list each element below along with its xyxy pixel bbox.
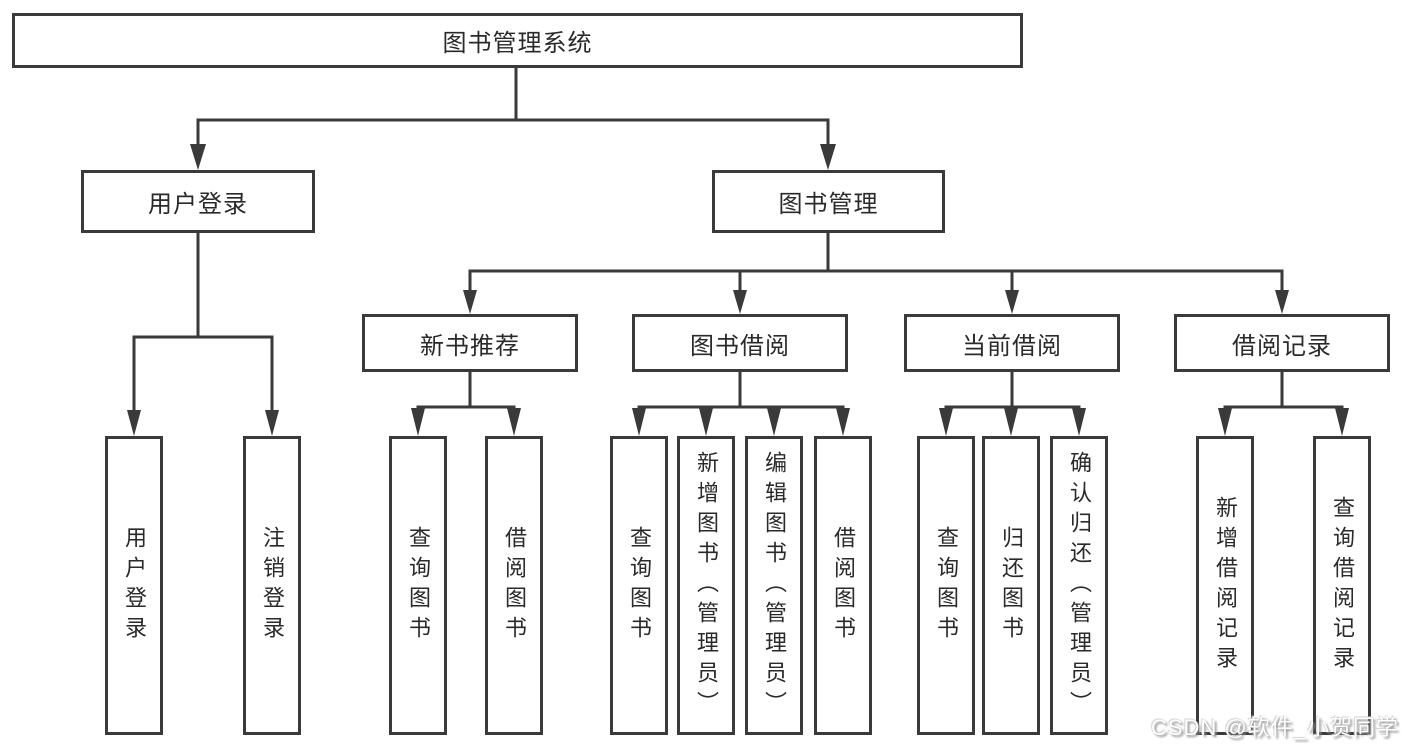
connector-strokes: [132, 68, 1344, 414]
node-leaf-user-login-label: 用户登录: [122, 525, 147, 646]
node-leaf-query-books-current: 查询图书: [917, 436, 975, 735]
node-leaf-add-books-admin: 新增图书（管理员）: [677, 436, 735, 735]
node-book-management-label: 图书管理: [778, 191, 879, 218]
node-leaf-add-borrow-record-label: 新增借阅记录: [1213, 495, 1238, 676]
node-leaf-borrow-books-recommend-label: 借阅图书: [502, 525, 527, 646]
node-leaf-borrow-books: 借阅图书: [814, 436, 872, 735]
node-leaf-edit-books-admin: 编辑图书（管理员）: [745, 436, 803, 735]
node-book-borrowing-label: 图书借阅: [690, 332, 790, 360]
node-book-management: 图书管理: [712, 170, 945, 233]
node-book-borrowing: 图书借阅: [632, 314, 848, 372]
node-borrowing-records-label: 借阅记录: [1232, 332, 1332, 360]
node-leaf-borrow-books-recommend: 借阅图书: [485, 436, 543, 735]
node-leaf-add-borrow-record: 新增借阅记录: [1196, 436, 1254, 735]
node-user-login-label: 用户登录: [148, 191, 248, 218]
node-leaf-logout: 注销登录: [243, 436, 301, 735]
node-leaf-query-borrow-record-label: 查询借阅记录: [1330, 495, 1355, 676]
node-leaf-query-books-current-label: 查询图书: [934, 525, 959, 646]
node-leaf-edit-books-admin-label: 编辑图书（管理员）: [762, 450, 787, 721]
node-new-book-recommend: 新书推荐: [362, 314, 578, 372]
node-leaf-confirm-return-admin: 确认归还（管理员）: [1050, 436, 1108, 735]
node-leaf-logout-label: 注销登录: [260, 525, 285, 646]
node-current-borrowing: 当前借阅: [904, 314, 1120, 372]
node-borrowing-records: 借阅记录: [1174, 314, 1390, 372]
node-leaf-user-login: 用户登录: [105, 436, 163, 735]
node-root-system: 图书管理系统: [12, 13, 1023, 68]
node-leaf-query-books-recommend-label: 查询图书: [406, 525, 431, 646]
node-leaf-return-books-label: 归还图书: [999, 525, 1024, 646]
node-leaf-add-books-admin-label: 新增图书（管理员）: [694, 450, 719, 721]
node-leaf-query-books-recommend: 查询图书: [389, 436, 447, 735]
node-leaf-confirm-return-admin-label: 确认归还（管理员）: [1067, 450, 1092, 721]
node-leaf-query-books-borrow-label: 查询图书: [627, 525, 652, 646]
csdn-watermark: CSDN @软件_小贺同学: [1150, 715, 1399, 740]
node-leaf-return-books: 归还图书: [982, 436, 1040, 735]
node-root-system-label: 图书管理系统: [442, 30, 593, 57]
node-leaf-borrow-books-label: 借阅图书: [831, 525, 856, 646]
node-new-book-recommend-label: 新书推荐: [420, 332, 520, 360]
connector-arrowheads: [127, 144, 1349, 436]
node-leaf-query-borrow-record: 查询借阅记录: [1313, 436, 1371, 735]
node-current-borrowing-label: 当前借阅: [962, 332, 1062, 360]
node-user-login: 用户登录: [81, 170, 315, 233]
node-leaf-query-books-borrow: 查询图书: [610, 436, 668, 735]
